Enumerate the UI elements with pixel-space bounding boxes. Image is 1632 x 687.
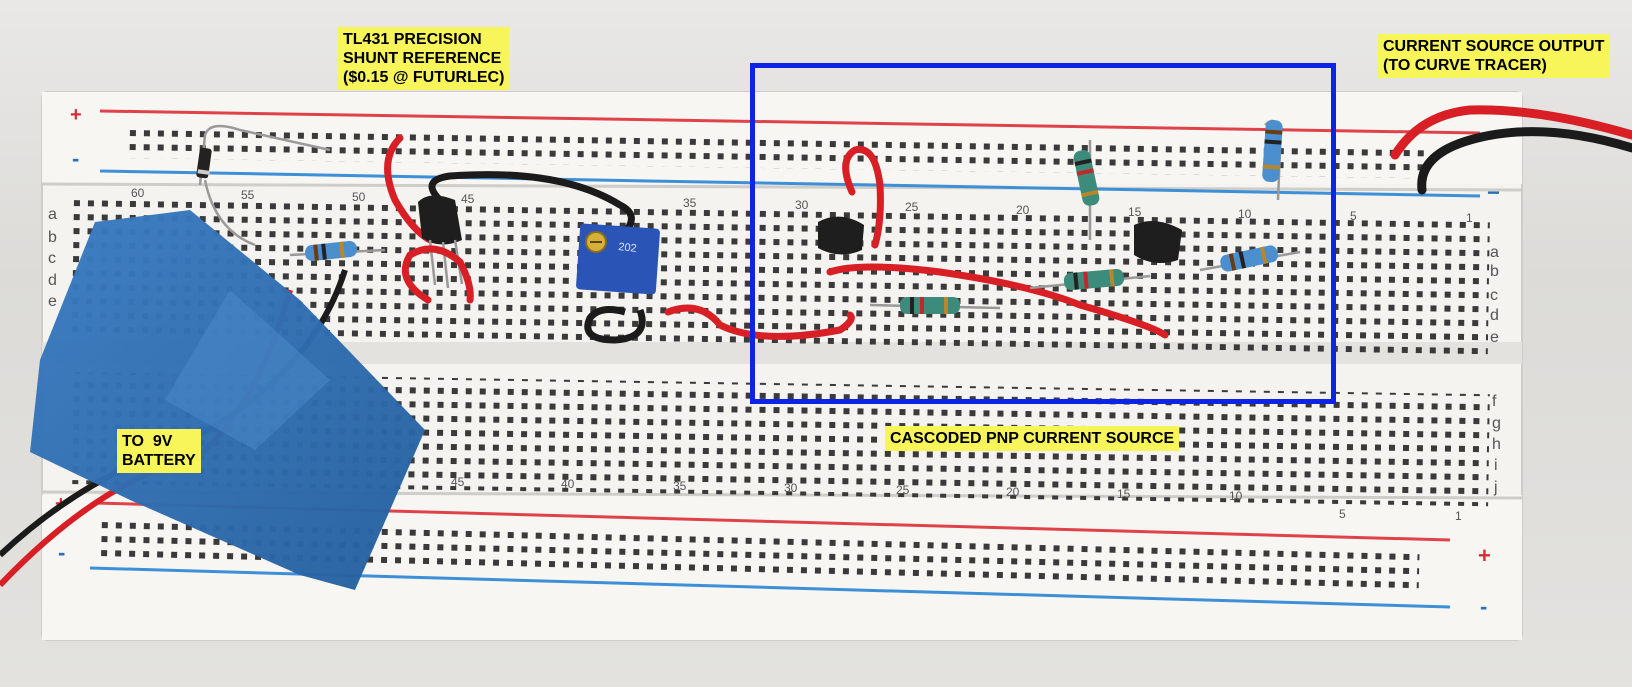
svg-text:b: b xyxy=(48,229,57,246)
svg-text:b: b xyxy=(1490,263,1499,280)
svg-text:45: 45 xyxy=(451,475,465,489)
svg-text:d: d xyxy=(1490,307,1499,324)
svg-text:j: j xyxy=(1493,479,1498,496)
svg-text:f: f xyxy=(1492,393,1497,410)
svg-text:c: c xyxy=(48,250,56,267)
output-black-wire xyxy=(1417,127,1632,195)
red-wire-long xyxy=(826,263,1169,339)
svg-text:g: g xyxy=(1492,415,1501,432)
svg-text:30: 30 xyxy=(795,198,809,212)
black-wire-loop xyxy=(428,171,635,236)
svg-text:25: 25 xyxy=(896,483,910,497)
svg-text:a: a xyxy=(1490,244,1499,261)
svg-text:i: i xyxy=(1494,457,1498,474)
svg-text:40: 40 xyxy=(561,477,575,491)
column-numbers-top: 60 55 50 45 35 30 25 20 15 10 5 1 xyxy=(131,186,1473,225)
column-numbers-bottom: 45 40 35 30 25 20 15 10 5 1 xyxy=(451,475,1462,523)
black-wire-bottom-loop xyxy=(584,306,646,344)
svg-text:35: 35 xyxy=(683,196,697,210)
svg-text:5: 5 xyxy=(1350,209,1357,223)
svg-text:35: 35 xyxy=(673,479,687,493)
resistor-right xyxy=(1199,245,1301,272)
callout-cascoded-pnp-current-source: CASCODED PNP CURRENT SOURCE xyxy=(885,426,1180,451)
callout-tl431: TL431 PRECISION SHUNT REFERENCE ($0.15 @… xyxy=(338,27,510,90)
svg-text:+: + xyxy=(70,104,82,126)
svg-text:-: - xyxy=(1480,594,1487,619)
svg-text:e: e xyxy=(1490,329,1499,346)
svg-text:-: - xyxy=(72,146,79,171)
blue-tape xyxy=(30,210,425,590)
svg-text:15: 15 xyxy=(1128,205,1142,219)
svg-text:−: − xyxy=(1487,180,1500,205)
resistor-left xyxy=(289,241,386,261)
output-red-wire xyxy=(1390,105,1632,160)
svg-text:25: 25 xyxy=(905,200,919,214)
svg-text:a: a xyxy=(48,206,57,223)
resistor-center xyxy=(1029,269,1151,291)
svg-text:55: 55 xyxy=(241,188,255,202)
current-source-highlight-box xyxy=(750,63,1336,404)
svg-text:20: 20 xyxy=(1006,485,1020,499)
svg-text:30: 30 xyxy=(784,481,798,495)
svg-text:-: - xyxy=(58,540,65,565)
svg-text:50: 50 xyxy=(352,190,366,204)
svg-text:e: e xyxy=(48,293,57,310)
red-wire-u xyxy=(402,245,474,304)
svg-text:45: 45 xyxy=(461,192,475,206)
svg-text:10: 10 xyxy=(1238,207,1252,221)
svg-text:5: 5 xyxy=(1339,507,1346,521)
svg-text:1: 1 xyxy=(1466,211,1473,225)
diode xyxy=(196,124,331,247)
red-wire-to-current-source xyxy=(664,304,855,340)
svg-text:20: 20 xyxy=(1016,203,1030,217)
pnp-transistor-2 xyxy=(1134,221,1182,264)
svg-text:h: h xyxy=(1492,436,1501,453)
row-letters: a b c d e a b c d e f g h i j xyxy=(48,206,1501,496)
svg-text:1: 1 xyxy=(1455,509,1462,523)
svg-text:d: d xyxy=(48,272,57,289)
resistor-middle xyxy=(869,297,1001,314)
svg-text:60: 60 xyxy=(131,186,145,200)
svg-text:10: 10 xyxy=(1229,489,1243,503)
resistor-vertical-1 xyxy=(1073,140,1100,240)
svg-text:202: 202 xyxy=(618,241,638,255)
pnp-transistor-1 xyxy=(818,216,864,255)
resistor-vertical-2 xyxy=(1262,119,1283,201)
svg-text:+: + xyxy=(1478,543,1491,568)
red-wire-top-left xyxy=(384,134,434,244)
trimmer-potentiometer: 202 xyxy=(576,223,660,295)
svg-text:c: c xyxy=(1490,287,1498,304)
svg-text:15: 15 xyxy=(1117,487,1131,501)
red-wire-loop-top xyxy=(842,145,884,249)
callout-to-battery: TO 9V BATTERY xyxy=(117,429,201,473)
callout-current-source-output: CURRENT SOURCE OUTPUT (TO CURVE TRACER) xyxy=(1378,34,1610,78)
